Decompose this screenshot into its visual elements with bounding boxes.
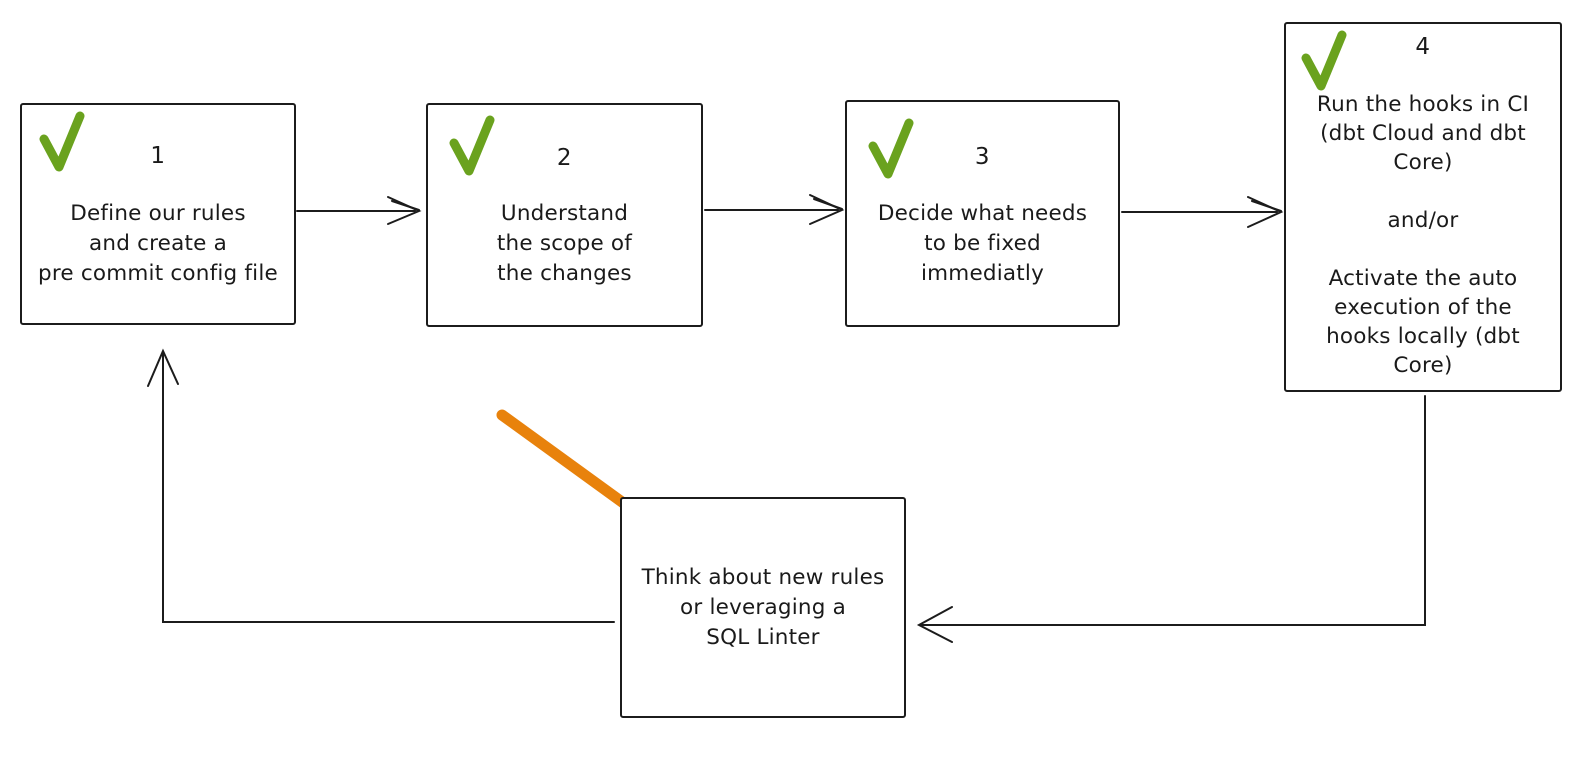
arrow-step4-to-feedback	[916, 395, 1426, 643]
box-text: Think about new rules or leveraging a SQ…	[641, 565, 885, 650]
green-checkmark-icon	[449, 115, 495, 176]
flow-box-step-2: 2 Understand the scope of the changes	[426, 103, 703, 327]
flow-box-step-4: 4 Run the hooks in CI (dbt Cloud and dbt…	[1284, 22, 1562, 392]
box-text: Decide what needs to be fixed immediatly	[877, 201, 1088, 286]
green-checkmark-icon	[1301, 30, 1347, 91]
green-checkmark-icon	[868, 118, 914, 179]
step-number: 3	[974, 144, 991, 170]
arrow-step2-to-step3	[704, 194, 845, 225]
step-number: 1	[150, 143, 166, 169]
flow-box-step-3: 3 Decide what needs to be fixed immediat…	[845, 100, 1120, 327]
box-text: Define our rules and create a pre commit…	[38, 201, 278, 286]
arrow-feedback-to-step1	[147, 348, 615, 623]
flow-box-step-1: 1 Define our rules and create a pre comm…	[20, 103, 296, 325]
arrow-step1-to-step2	[296, 196, 422, 225]
flow-box-feedback: Think about new rules or leveraging a SQ…	[620, 497, 906, 718]
step-number: 2	[556, 145, 573, 171]
arrow-step3-to-step4	[1121, 196, 1284, 228]
box-text: Run the hooks in CI (dbt Cloud and dbt C…	[1316, 92, 1530, 378]
step-number: 4	[1415, 34, 1431, 60]
green-checkmark-icon	[39, 111, 85, 172]
box-text: Understand the scope of the changes	[496, 201, 633, 286]
